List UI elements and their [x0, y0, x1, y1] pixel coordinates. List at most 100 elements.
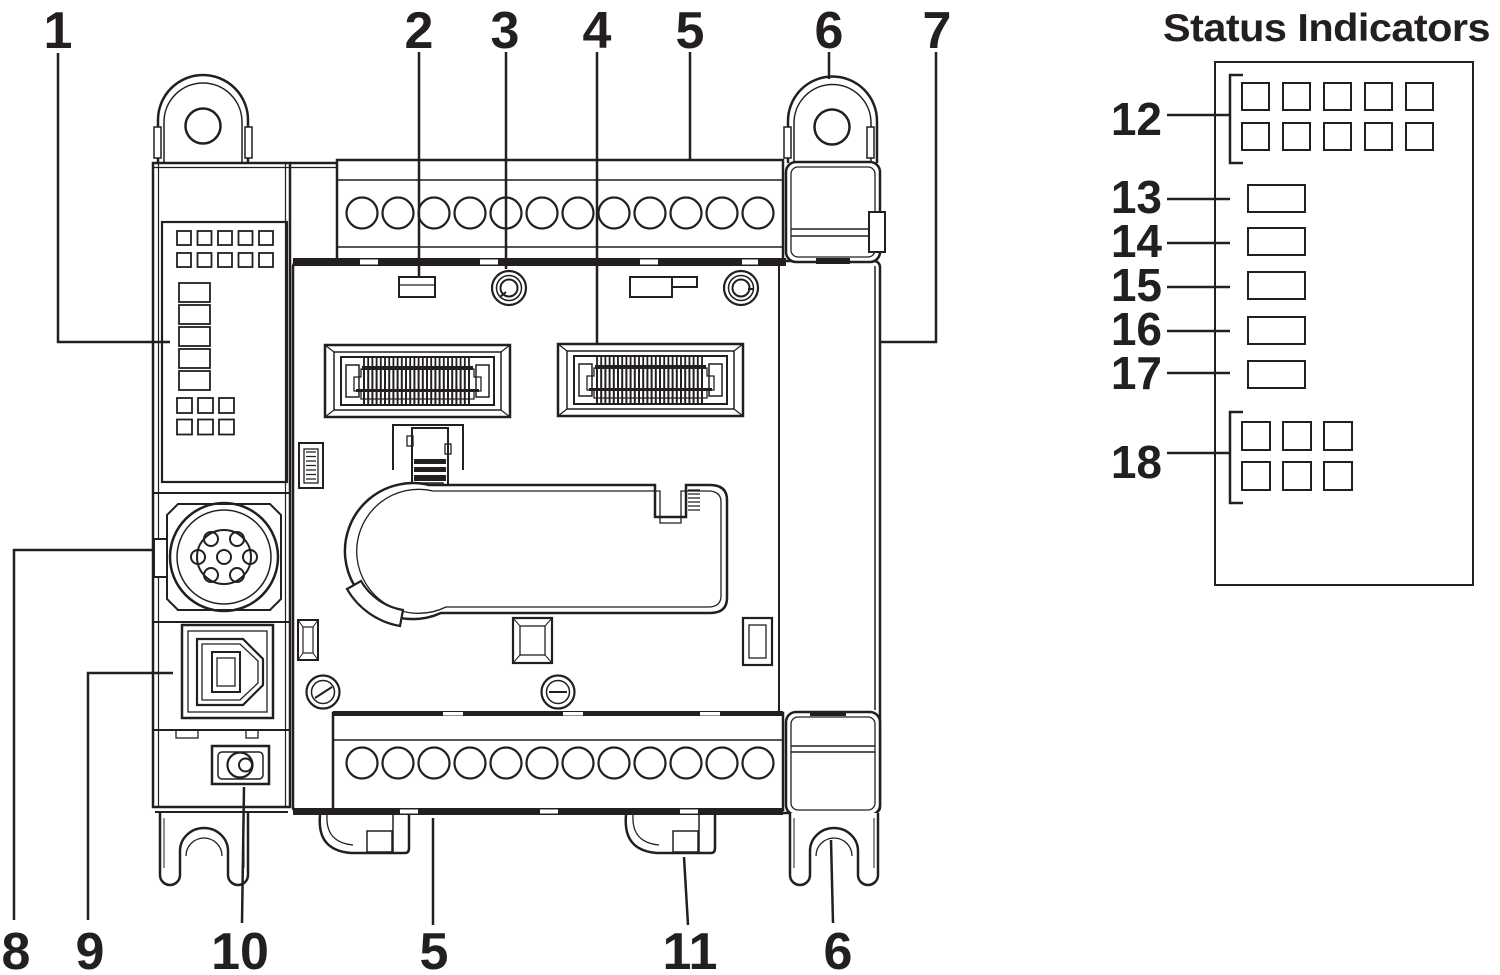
- screw: [540, 674, 576, 710]
- module-led: [258, 252, 274, 268]
- module-led: [197, 397, 214, 414]
- callout-8-label: 8: [2, 923, 31, 975]
- callout-4-label: 4: [583, 2, 612, 60]
- serial-pin: [203, 567, 219, 583]
- module-led-bar: [178, 304, 211, 325]
- connector-rail: [362, 366, 473, 370]
- serial-pin: [203, 531, 219, 547]
- terminal-block-top-body: [335, 158, 785, 264]
- module-led: [218, 397, 235, 414]
- module-led: [176, 418, 193, 436]
- latch-teeth: [688, 489, 700, 511]
- terminal-block-top: [335, 158, 785, 264]
- bezel-chamfer: [557, 343, 744, 417]
- callout-1-label: 1: [44, 2, 73, 60]
- terminal-screw-hole: [705, 746, 739, 780]
- status-led: [1282, 461, 1312, 491]
- module-led: [217, 230, 233, 246]
- callout-10-label: 10: [211, 923, 269, 975]
- status-led: [1364, 122, 1393, 151]
- screw-ring: [545, 679, 571, 705]
- status-led: [1241, 82, 1270, 111]
- status-led: [1323, 461, 1353, 491]
- side-boss: [868, 211, 886, 253]
- terminal-screw-hole: [489, 746, 523, 780]
- leader-10: [240, 786, 246, 924]
- din-rail-keyhole-slot: [343, 481, 729, 628]
- module-led: [176, 252, 192, 268]
- terminal-screw-hole: [345, 196, 379, 230]
- terminal-block-bottom: [331, 711, 785, 812]
- terminal-screw-hole: [669, 746, 703, 780]
- mounting-hole-right: [813, 108, 851, 146]
- terminal-screw-hole: [561, 746, 595, 780]
- screw: [490, 269, 528, 307]
- connector-side-tab: [708, 363, 723, 397]
- connector-shroud: [353, 368, 482, 400]
- terminal-screw-hole: [345, 746, 379, 780]
- panel-mount-foot-left: [158, 813, 250, 887]
- callout-6-bottom-label: 6: [824, 923, 853, 975]
- connector-shroud: [586, 367, 715, 399]
- connector-side-tab: [578, 363, 593, 397]
- callout-13-label: 13: [1111, 171, 1162, 223]
- power-jack: [175, 729, 271, 786]
- faceplate-details: [305, 269, 760, 710]
- status-led: [1247, 227, 1306, 256]
- screw-ring: [305, 674, 341, 710]
- usb-port: [180, 623, 275, 720]
- terminal-screw-hole: [453, 196, 487, 230]
- connector-frame: [573, 355, 728, 405]
- status-led: [1241, 421, 1271, 451]
- module-led: [258, 230, 274, 246]
- terminal-screw-hole: [381, 196, 415, 230]
- module-led: [218, 418, 235, 436]
- terminal-screw-hole: [453, 746, 487, 780]
- callout-6-top-label: 6: [815, 2, 844, 60]
- terminal-screw-hole: [669, 196, 703, 230]
- terminal-screw-hole: [633, 196, 667, 230]
- leader-8: [12, 548, 154, 920]
- module-led-bar: [178, 370, 211, 391]
- connector-inner-bezel: [566, 350, 735, 410]
- callout-leader-lines: [12, 52, 938, 926]
- connector-rail: [589, 388, 712, 391]
- status-led: [1241, 461, 1271, 491]
- status-panel-box: [1214, 61, 1474, 586]
- din-latch-hook: [345, 579, 405, 628]
- leader-6-bottom: [829, 839, 835, 924]
- terminal-screw-hole: [597, 196, 631, 230]
- panel-mount-foot-right: [788, 813, 880, 887]
- module-led: [197, 418, 214, 436]
- connector-side-tab: [345, 364, 360, 398]
- connector-pins-bottom: [596, 391, 703, 404]
- status-led: [1323, 421, 1353, 451]
- connector-pins-mid: [363, 370, 470, 389]
- connector-bezel: [556, 342, 745, 418]
- module-led: [237, 230, 254, 246]
- connector-side-tab: [475, 364, 490, 398]
- connector-rail: [595, 365, 706, 369]
- status-leader-lines: [1167, 113, 1230, 455]
- serial-pin: [229, 567, 245, 583]
- mounting-tab-right-bottom-body: [784, 710, 882, 817]
- connector-frame: [340, 356, 495, 406]
- leader-1: [56, 53, 170, 344]
- status-panel-title: Status Indicators: [1163, 7, 1490, 50]
- screw-slot: [314, 686, 333, 699]
- module-bus-connector: [298, 442, 324, 489]
- screw-ring: [722, 269, 760, 307]
- housing-edge-bands: [293, 258, 850, 815]
- terminal-screw-hole: [381, 746, 415, 780]
- connector-pins-top: [363, 358, 470, 366]
- serial-pin: [190, 549, 206, 565]
- callout-11-label: 11: [663, 923, 718, 975]
- mounting-hole-left: [184, 107, 222, 145]
- screw-ring: [499, 278, 519, 298]
- serial-pin: [229, 531, 245, 547]
- status-led: [1282, 122, 1311, 151]
- serial-pin: [242, 549, 258, 565]
- bracket-18: [1228, 410, 1243, 505]
- callout-12-label: 12: [1111, 93, 1162, 145]
